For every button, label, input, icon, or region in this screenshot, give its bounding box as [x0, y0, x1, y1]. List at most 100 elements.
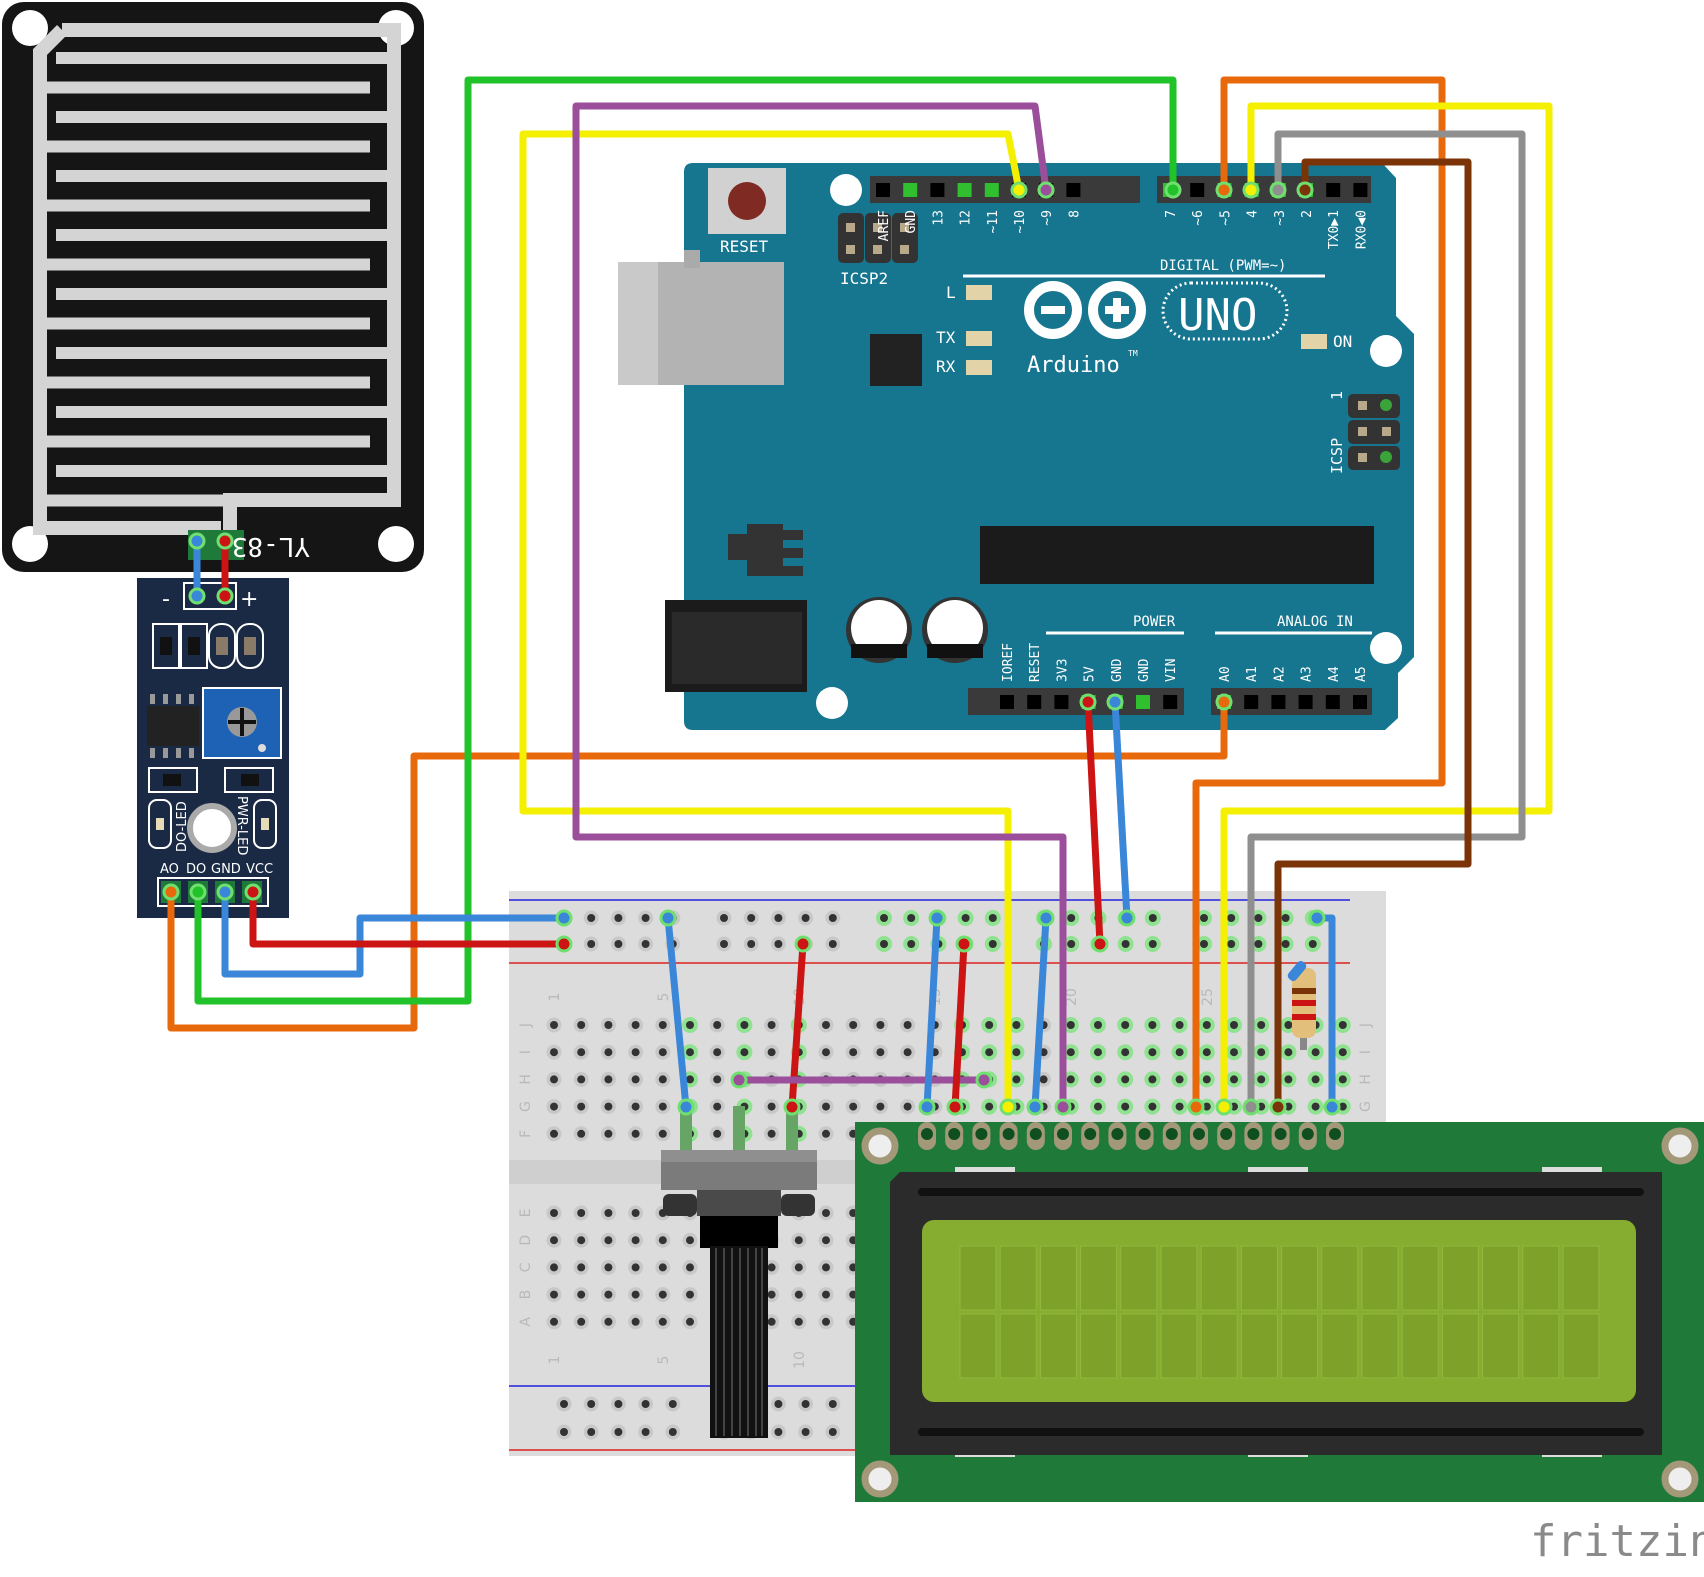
breadboard-hole[interactable]	[1148, 1102, 1157, 1111]
breadboard-hole[interactable]	[577, 1317, 586, 1326]
breadboard-hole[interactable]	[577, 1075, 586, 1084]
breadboard-hole[interactable]	[604, 1129, 613, 1138]
breadboard-hole[interactable]	[686, 1021, 694, 1029]
breadboard-hole[interactable]	[794, 1236, 803, 1245]
breadboard-hole[interactable]	[1012, 1075, 1021, 1084]
breadboard-hole[interactable]	[988, 940, 997, 948]
wire-endpoint[interactable]	[1118, 909, 1136, 927]
breadboard-hole[interactable]	[876, 1048, 885, 1057]
wire-endpoint[interactable]	[216, 883, 234, 901]
breadboard-hole[interactable]	[1148, 940, 1157, 948]
breadboard-hole[interactable]	[550, 1317, 558, 1326]
potentiometer[interactable]	[661, 1106, 817, 1438]
wire-endpoint[interactable]	[1164, 181, 1182, 199]
breadboard-hole[interactable]	[604, 1209, 613, 1217]
breadboard-hole[interactable]	[1311, 1048, 1320, 1057]
digital-pin[interactable]	[1190, 183, 1205, 197]
breadboard-hole[interactable]	[614, 1400, 623, 1408]
breadboard-hole[interactable]	[767, 1048, 776, 1057]
breadboard-hole[interactable]	[658, 1102, 667, 1111]
breadboard-hole[interactable]	[604, 1317, 613, 1326]
wire-brown[interactable]	[1274, 158, 1472, 1111]
wire-endpoint[interactable]	[162, 883, 180, 901]
breadboard-hole[interactable]	[658, 1021, 667, 1029]
breadboard-hole[interactable]	[828, 1428, 837, 1436]
breadboard-hole[interactable]	[550, 1048, 558, 1057]
breadboard-hole[interactable]	[767, 1102, 776, 1111]
wire-endpoint[interactable]	[1215, 1098, 1233, 1116]
breadboard-hole[interactable]	[822, 1021, 830, 1029]
breadboard-hole[interactable]	[720, 940, 728, 948]
breadboard-hole[interactable]	[1148, 914, 1157, 922]
breadboard-hole[interactable]	[658, 1317, 667, 1326]
breadboard-hole[interactable]	[988, 914, 997, 922]
breadboard-hole[interactable]	[767, 1129, 776, 1138]
breadboard-hole[interactable]	[631, 1075, 640, 1084]
wire-orange[interactable]	[1192, 76, 1446, 1111]
breadboard-hole[interactable]	[577, 1129, 586, 1138]
wire-endpoint[interactable]	[189, 883, 207, 901]
lcd-pin[interactable]	[1220, 1128, 1233, 1140]
wire-endpoint[interactable]	[1106, 693, 1124, 711]
breadboard-hole[interactable]	[604, 1263, 613, 1272]
breadboard-hole[interactable]	[985, 1102, 994, 1111]
breadboard-hole[interactable]	[1311, 1102, 1320, 1111]
breadboard-hole[interactable]	[658, 1236, 667, 1245]
breadboard-hole[interactable]	[1148, 1075, 1157, 1084]
breadboard-hole[interactable]	[794, 1317, 803, 1326]
power-pin[interactable]	[1027, 695, 1042, 709]
breadboard-hole[interactable]	[577, 1236, 586, 1245]
breadboard-hole[interactable]	[801, 1428, 810, 1436]
breadboard-hole[interactable]	[658, 1129, 667, 1138]
breadboard-hole[interactable]	[713, 1129, 722, 1138]
lcd-pin[interactable]	[1274, 1128, 1287, 1140]
breadboard-hole[interactable]	[686, 1236, 694, 1245]
analog-pin[interactable]	[1298, 695, 1313, 709]
breadboard-hole[interactable]	[849, 1048, 858, 1057]
breadboard-hole[interactable]	[631, 1263, 640, 1272]
breadboard-hole[interactable]	[587, 914, 596, 922]
wire-endpoint[interactable]	[918, 1098, 936, 1116]
breadboard-hole[interactable]	[631, 1048, 640, 1057]
breadboard-hole[interactable]	[604, 1021, 613, 1029]
breadboard-hole[interactable]	[740, 1048, 749, 1057]
breadboard-hole[interactable]	[1202, 1021, 1211, 1029]
breadboard-hole[interactable]	[907, 940, 916, 948]
wire-endpoint[interactable]	[1037, 181, 1055, 199]
breadboard-hole[interactable]	[1121, 1021, 1130, 1029]
breadboard-hole[interactable]	[1227, 940, 1236, 948]
breadboard-hole[interactable]	[985, 1021, 994, 1029]
breadboard-hole[interactable]	[1338, 1048, 1347, 1057]
breadboard-hole[interactable]	[587, 1428, 596, 1436]
wire-endpoint[interactable]	[1079, 693, 1097, 711]
lcd-pin[interactable]	[921, 1128, 933, 1140]
breadboard-hole[interactable]	[822, 1048, 830, 1057]
breadboard-hole[interactable]	[1202, 1075, 1211, 1084]
breadboard-hole[interactable]	[1254, 914, 1263, 922]
lcd-pin[interactable]	[948, 1128, 961, 1140]
power-pin[interactable]	[1136, 695, 1150, 709]
breadboard-hole[interactable]	[1200, 940, 1208, 948]
wire-endpoint[interactable]	[555, 935, 573, 953]
breadboard-hole[interactable]	[822, 1290, 830, 1299]
breadboard-hole[interactable]	[828, 914, 837, 922]
breadboard-hole[interactable]	[641, 940, 650, 948]
breadboard-hole[interactable]	[747, 914, 756, 922]
breadboard-hole[interactable]	[604, 1102, 613, 1111]
power-pin[interactable]	[1163, 695, 1178, 709]
breadboard-hole[interactable]	[550, 1209, 558, 1217]
digital-pin[interactable]	[984, 183, 999, 197]
lcd-pin[interactable]	[1165, 1128, 1178, 1140]
breadboard-hole[interactable]	[801, 1400, 810, 1408]
breadboard-hole[interactable]	[1094, 1021, 1102, 1029]
wire-endpoint[interactable]	[659, 909, 677, 927]
breadboard-hole[interactable]	[774, 1400, 783, 1408]
breadboard-hole[interactable]	[1311, 1075, 1320, 1084]
breadboard-hole[interactable]	[1094, 1102, 1102, 1111]
breadboard-hole[interactable]	[1257, 1048, 1266, 1057]
breadboard-hole[interactable]	[550, 1102, 558, 1111]
digital-pin[interactable]	[903, 183, 918, 197]
breadboard-hole[interactable]	[1202, 1102, 1211, 1111]
breadboard-hole[interactable]	[1202, 1048, 1211, 1057]
digital-pin[interactable]	[876, 183, 890, 197]
